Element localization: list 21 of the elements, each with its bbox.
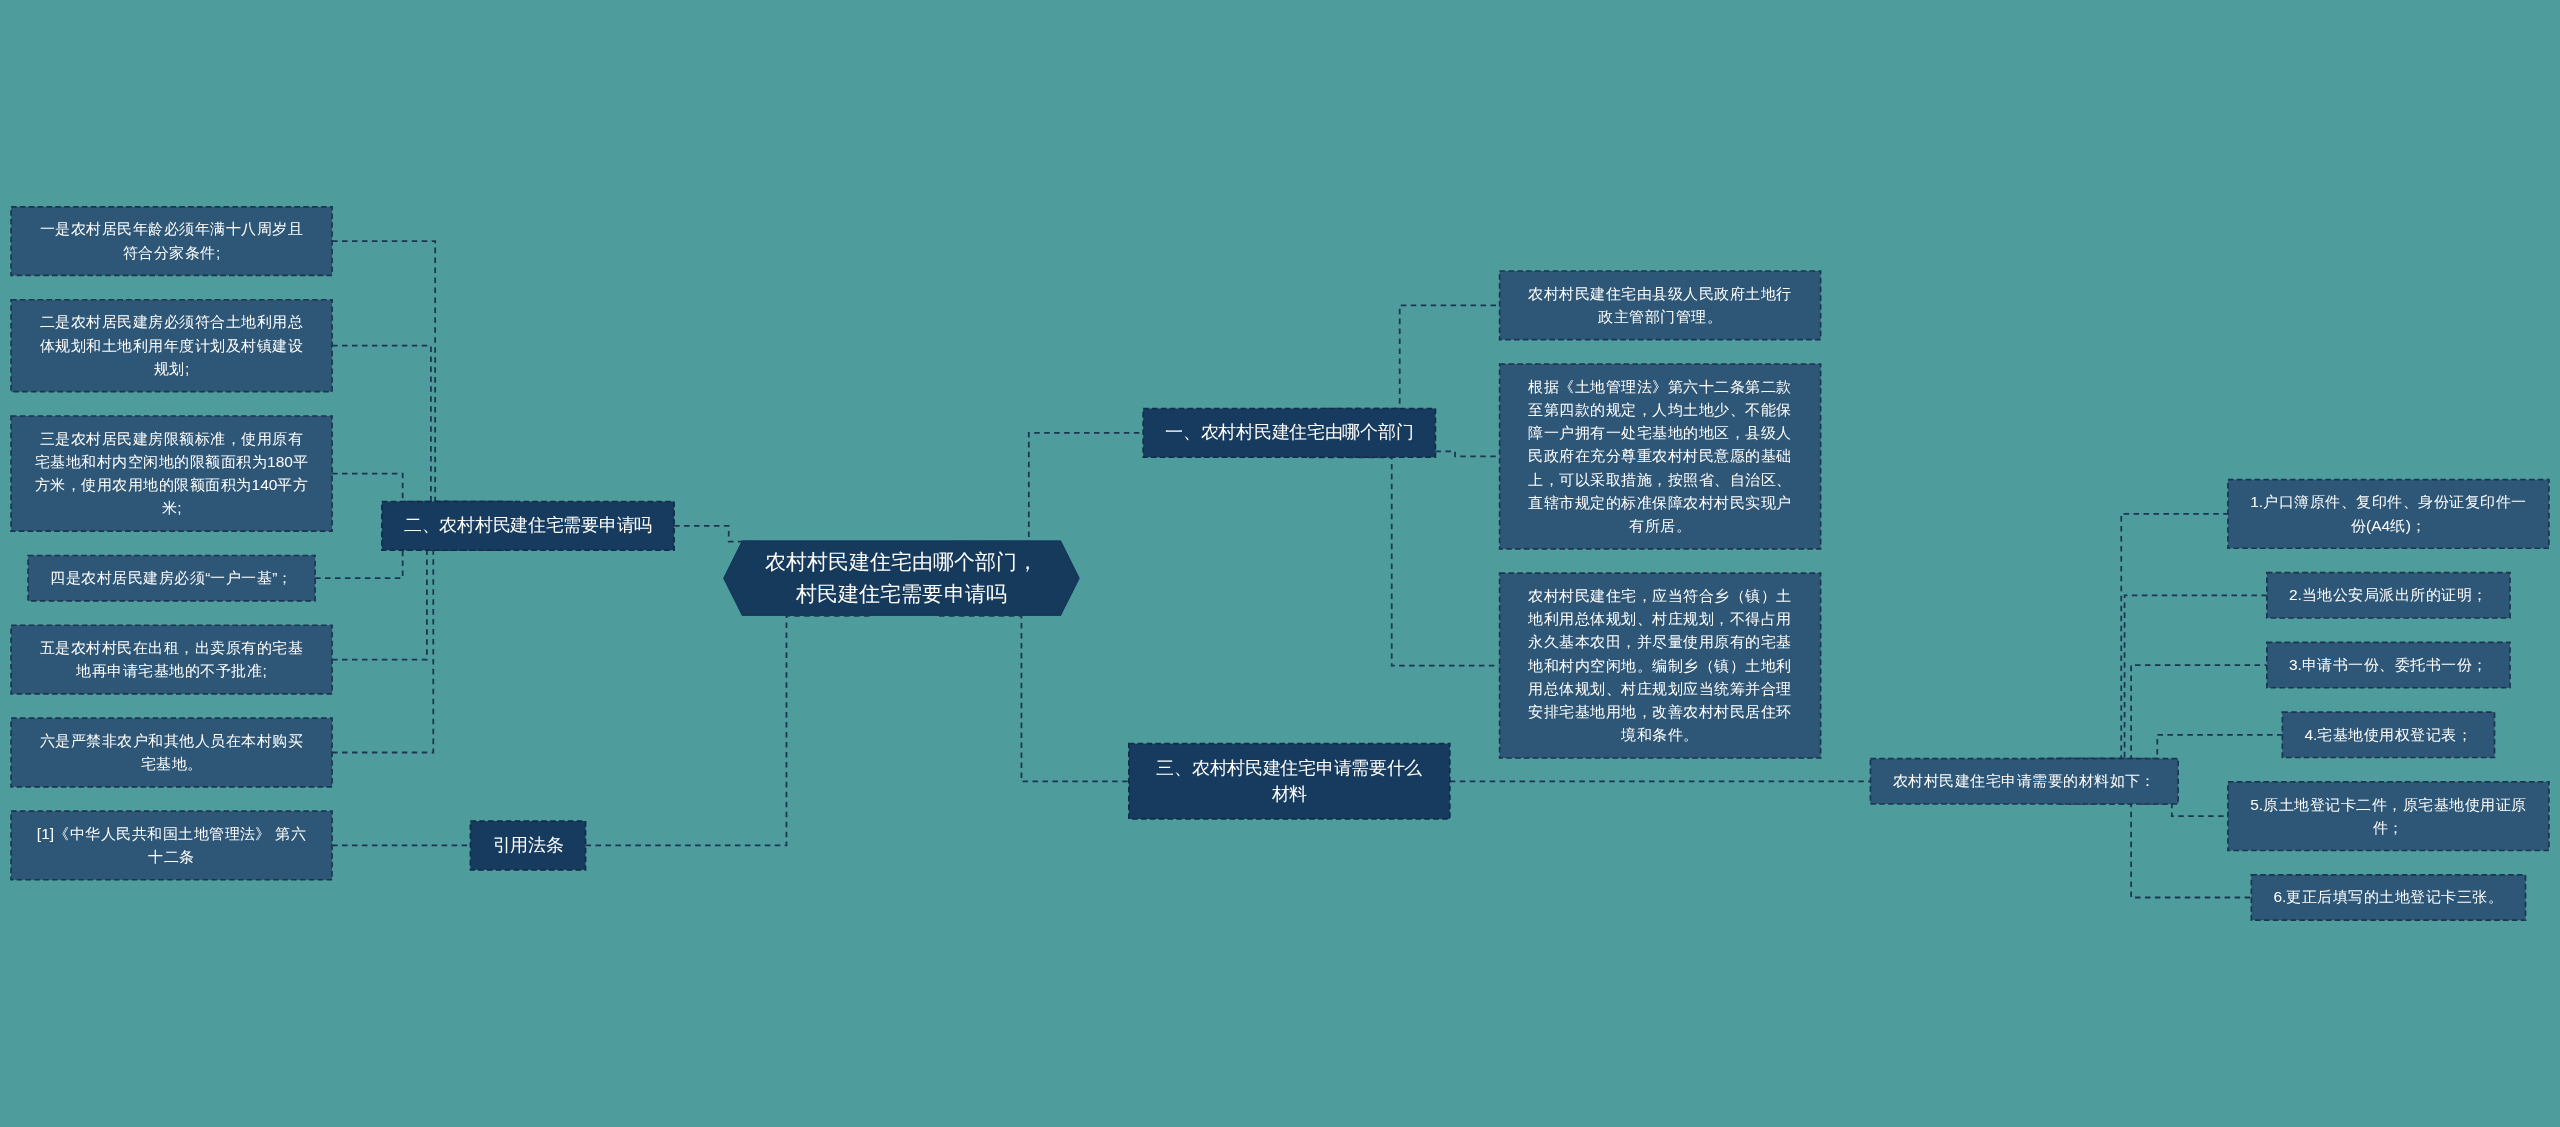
node-box: 农村村民建住宅由县级人民政府土地行政主管部门管理。 (1498, 270, 1822, 341)
node-box: 6.更正后填写的土地登记卡三张。 (2250, 873, 2527, 922)
node-box: 三、农村村民建住宅申请需要什么材料 (1128, 742, 1451, 820)
node-box: 引用法条 (469, 820, 587, 871)
node-box: 五是农村村民在出租，出卖原有的宅基地再申请宅基地的不予批准; (10, 624, 333, 695)
node-box: [1]《中华人民共和国土地管理法》 第六十二条 (10, 810, 333, 881)
node-box: 农村村民建住宅，应当符合乡（镇）土地利用总体规划、村庄规划，不得占用永久基本农田，并尽量使用原有的宅基地和村内空闲地。编制乡（镇）土地利用总体规划、村庄规划应当统筹并合理安排宅基地用地，改善农村村民居住环境和条件。 (1498, 572, 1822, 759)
node-box: 5.原土地登记卡二件，原宅基地使用证原件； (2227, 781, 2550, 852)
node-box: 3.申请书一份、委托书一份； (2266, 641, 2511, 689)
node-box: 二、农村村民建住宅需要申请吗 (381, 500, 675, 552)
node-box: 2.当地公安局派出所的证明； (2266, 571, 2511, 619)
node-box: 农村村民建住宅申请需要的材料如下： (1869, 757, 2179, 805)
node-box: 4.宅基地使用权登记表； (2281, 711, 2496, 759)
node-box: 四是农村居民建房必须“一户一基”； (27, 554, 316, 602)
node-box: 1.户口簿原件、复印件、身份证复印件一份(A4纸)； (2227, 478, 2550, 550)
node-box: 一、农村村民建住宅由哪个部门 (1142, 407, 1437, 459)
node-box: 根据《土地管理法》第六十二条第二款至第四款的规定，人均土地少、不能保障一户拥有一处宅基地的地区，县级人民政府在充分尊重农村村民意愿的基础上，可以采取措施，按照省、自治区、直辖市规定的标准保障农村村民实现户有所居。 (1498, 363, 1822, 550)
node-box: 一是农村居民年龄必须年满十八周岁且符合分家条件; (10, 206, 333, 277)
node-box: 二是农村居民建房必须符合土地利用总体规划和土地利用年度计划及村镇建设规划; (10, 298, 333, 393)
node-box: 三是农村居民建房限额标准，使用原有宅基地和村内空闲地的限额面积为180平方米，使用农用地的限额面积为140平方米; (10, 415, 333, 532)
node-box: 六是严禁非农户和其他人员在本村购买宅基地。 (10, 717, 333, 788)
